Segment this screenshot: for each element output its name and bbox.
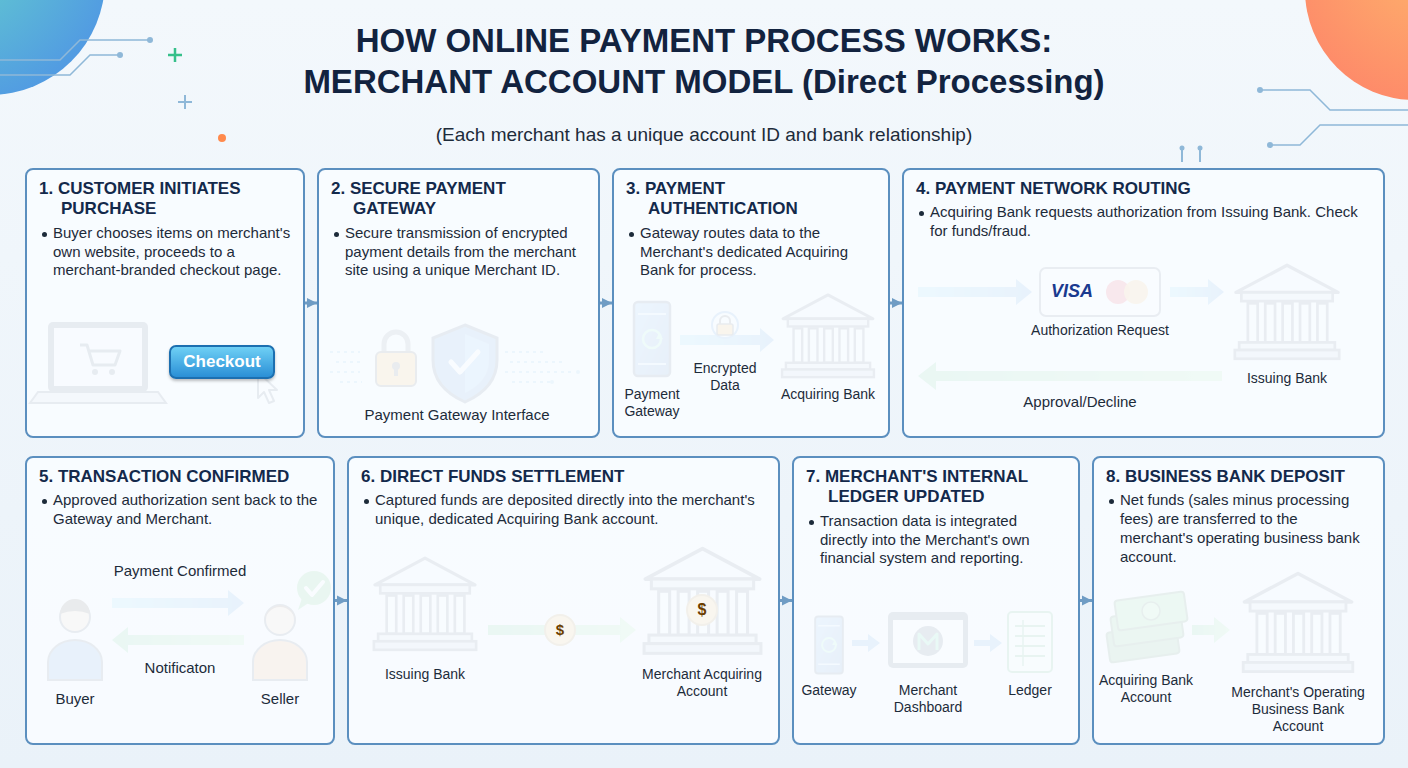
step-description: Gateway routes data to the Merchant's de… xyxy=(626,224,876,280)
arrow-label: Notificaton xyxy=(120,659,240,677)
step-panel: 7. MERCHANT'S INTERNAL LEDGER UPDATEDTra… xyxy=(792,456,1080,745)
flow-connector xyxy=(335,599,347,602)
icon-label: Payment Gateway Interface xyxy=(347,406,567,424)
deposit-flow xyxy=(1106,573,1353,671)
authorization-flow xyxy=(918,265,1339,390)
icon-label: Issuing Bank xyxy=(365,666,485,683)
person-label: Seller xyxy=(245,690,315,708)
step-heading: 5. TRANSACTION CONFIRMED xyxy=(39,467,321,487)
ledger-flow xyxy=(815,612,1052,673)
lock-shield-icon xyxy=(330,325,580,402)
step-description: Approved authorization sent back to the … xyxy=(39,491,321,529)
subtitle: (Each merchant has a unique account ID a… xyxy=(204,124,1204,147)
icon-label: Merchant Dashboard xyxy=(878,682,978,716)
icon-label: Merchant Acquiring Account xyxy=(632,666,772,700)
corner-decoration xyxy=(0,0,1408,162)
step-heading: 3. PAYMENT AUTHENTICATION xyxy=(626,179,876,220)
coin-symbol: $ xyxy=(548,620,572,640)
icon-label: Merchant's Operating Business Bank Accou… xyxy=(1228,684,1368,734)
gateway-to-bank xyxy=(634,295,874,377)
step-panel: 2. SECURE PAYMENT GATEWAYSecure transmis… xyxy=(317,168,600,438)
step-panel: 6. DIRECT FUNDS SETTLEMENT Captured funds… xyxy=(347,456,780,745)
step-description: Captured funds are deposited directly in… xyxy=(361,491,766,529)
arrow-label: Encrypted Data xyxy=(687,360,763,394)
step-heading: 4. PAYMENT NETWORK ROUTING xyxy=(916,179,1371,199)
step-panel: 1. CUSTOMER INITIATES PURCHASEBuyer choo… xyxy=(25,168,305,438)
buyer-seller xyxy=(48,571,331,680)
cursor-icon xyxy=(258,372,277,403)
icon-label: Acquiring Bank xyxy=(773,386,883,403)
checkout-button: Checkout xyxy=(169,345,274,379)
flow-connector xyxy=(780,599,792,602)
step-heading: 2. SECURE PAYMENT GATEWAY xyxy=(331,179,586,220)
card-logo: VISA xyxy=(1042,281,1102,303)
step-panel: 8. BUSINESS BANK DEPOSIT Net funds (sales… xyxy=(1092,456,1385,745)
button-label: Checkout xyxy=(183,352,260,372)
settlement-flow xyxy=(374,549,761,654)
step-panel: 3. PAYMENT AUTHENTICATIONGateway routes … xyxy=(612,168,890,438)
step-heading: 6. DIRECT FUNDS SETTLEMENT xyxy=(361,467,766,487)
step-panel: 4. PAYMENT NETWORK ROUTING Acquiring Bank… xyxy=(902,168,1385,438)
icon-label: Authorization Request xyxy=(1030,322,1170,339)
step-heading: 7. MERCHANT'S INTERNAL LEDGER UPDATED xyxy=(806,467,1066,508)
step-description: Secure transmission of encrypted payment… xyxy=(331,224,586,280)
flow-connector xyxy=(305,302,317,305)
step-description: Transaction data is integrated directly … xyxy=(806,512,1066,568)
step-description: Buyer chooses items on merchant's own we… xyxy=(39,224,291,280)
laptop-icon xyxy=(30,322,166,403)
step-heading: 8. BUSINESS BANK DEPOSIT xyxy=(1106,467,1371,487)
arrow-label: Payment Confirmed xyxy=(95,562,265,580)
icon-label: Payment Gateway xyxy=(612,386,692,420)
icon-label: Gateway xyxy=(794,682,864,699)
step-description: Net funds (sales minus processing fees) … xyxy=(1106,491,1371,566)
step-panel: 5. TRANSACTION CONFIRMED Approved authori… xyxy=(25,456,335,745)
diagram-title: HOW ONLINE PAYMENT PROCESS WORKS: MERCHA… xyxy=(289,20,1119,103)
step-heading: 1. CUSTOMER INITIATES PURCHASE xyxy=(39,179,291,220)
flow-connector xyxy=(890,302,902,305)
person-label: Buyer xyxy=(40,690,110,708)
flow-connector xyxy=(600,302,612,305)
icon-label: Ledger xyxy=(995,682,1065,699)
icon-label: Acquiring Bank Account xyxy=(1091,672,1201,706)
step-description: Acquiring Bank requests authorization fr… xyxy=(916,203,1371,241)
coin-symbol: $ xyxy=(690,600,714,620)
flow-connector xyxy=(1080,599,1092,602)
arrow-label: Approval/Decline xyxy=(995,393,1165,411)
icon-label: Issuing Bank xyxy=(1232,370,1342,387)
